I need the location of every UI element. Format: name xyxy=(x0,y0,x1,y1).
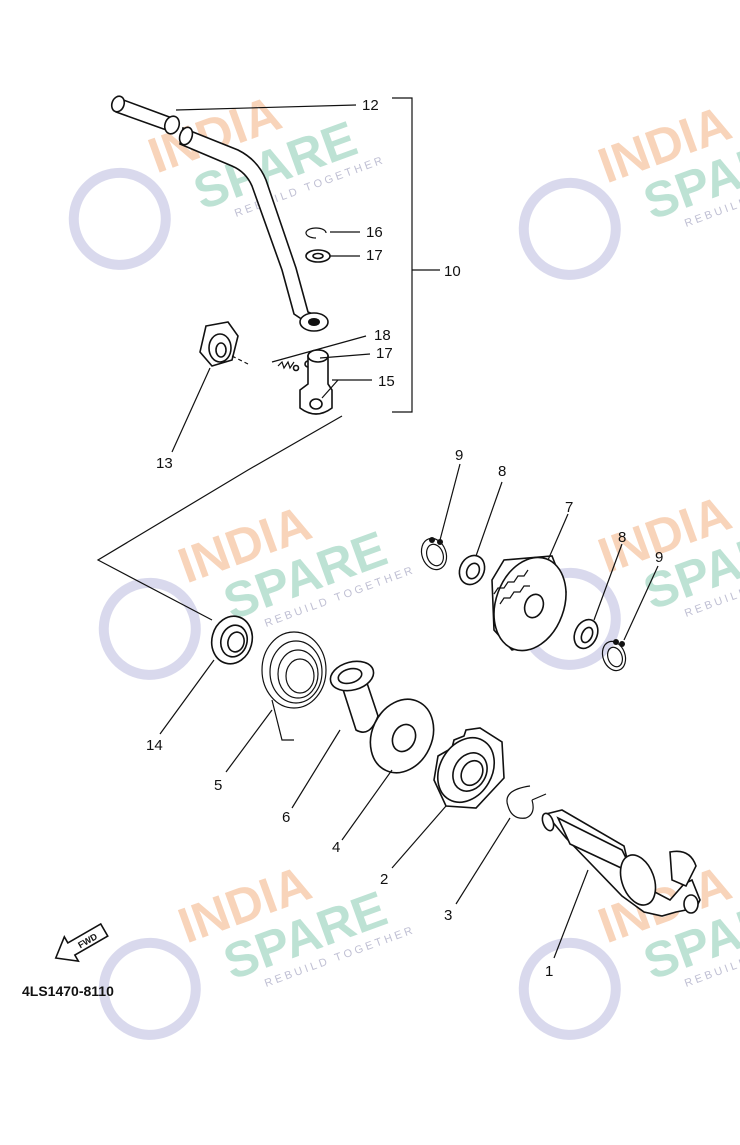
callout-6: 6 xyxy=(282,809,290,826)
watermark-5: INDIA SPARE REBUILD TOGETHER xyxy=(98,855,417,1040)
kick-lever-assembly xyxy=(110,95,440,415)
callout-4: 4 xyxy=(332,839,340,856)
leader-lines xyxy=(159,104,659,959)
callout-9-upper: 9 xyxy=(455,447,463,464)
part-11-grip xyxy=(110,95,181,135)
callout-16: 17 xyxy=(366,247,383,264)
callout-12: 13 xyxy=(156,455,173,472)
part-9-circlip-lower xyxy=(601,639,627,672)
watermark-logo-icon xyxy=(98,577,201,680)
callout-2: 2 xyxy=(380,871,388,888)
callout-1: 1 xyxy=(545,963,553,980)
watermark-2: INDIA SPARE REBUILD TOGETHER xyxy=(518,95,740,280)
callout-9-lower: 9 xyxy=(655,549,663,566)
callout-10: 10 xyxy=(444,263,461,280)
callout-15: 16 xyxy=(366,224,383,241)
part-15-circlip xyxy=(305,227,327,239)
bracket-10 xyxy=(392,97,413,413)
forward-arrow-icon: FWD xyxy=(54,922,109,963)
part-13-oil-seal xyxy=(210,615,254,665)
callout-8-lower: 8 xyxy=(618,529,626,546)
watermark-logo-icon xyxy=(518,937,621,1040)
part-4-washer xyxy=(369,698,435,774)
part-7-kick-gear xyxy=(491,555,567,652)
callout-7: 7 xyxy=(565,499,573,516)
part-18-spring xyxy=(277,360,295,370)
watermark-1: INDIA SPARE REBUILD TOGETHER xyxy=(68,85,387,270)
part-3-circlip xyxy=(506,785,547,819)
callout-11: 12 xyxy=(362,97,379,114)
callout-8-upper: 8 xyxy=(498,463,506,480)
callout-labels: 12 16 17 10 18 17 15 13 9 8 7 8 9 14 5 6… xyxy=(146,97,663,980)
part-8-washer-lower xyxy=(573,618,599,650)
callout-13: 14 xyxy=(146,737,163,754)
watermark-logo-icon xyxy=(518,177,621,280)
part-code: 4LS1470-8110 xyxy=(22,983,114,999)
part-12-nut xyxy=(199,321,249,367)
part-5-torsion-spring xyxy=(261,631,327,741)
part-8-washer-upper xyxy=(458,554,486,586)
part-6-spring-guide xyxy=(329,660,379,733)
callout-5: 5 xyxy=(214,777,222,794)
part-2-ratchet-wheel xyxy=(433,727,505,809)
part-lever-arm xyxy=(178,126,329,332)
watermark-logo-icon xyxy=(98,937,201,1040)
part-9-circlip-upper xyxy=(420,537,448,571)
callout-3: 3 xyxy=(444,907,452,924)
part-1-kick-axle xyxy=(541,809,701,917)
assembly-reference-line xyxy=(96,415,343,621)
callout-17: 17 xyxy=(376,345,393,362)
part-14-boss xyxy=(299,349,339,415)
part-16-washer xyxy=(305,249,331,263)
callout-18: 18 xyxy=(374,327,391,344)
watermark-logo-icon xyxy=(68,167,171,270)
callout-14: 15 xyxy=(378,373,395,390)
